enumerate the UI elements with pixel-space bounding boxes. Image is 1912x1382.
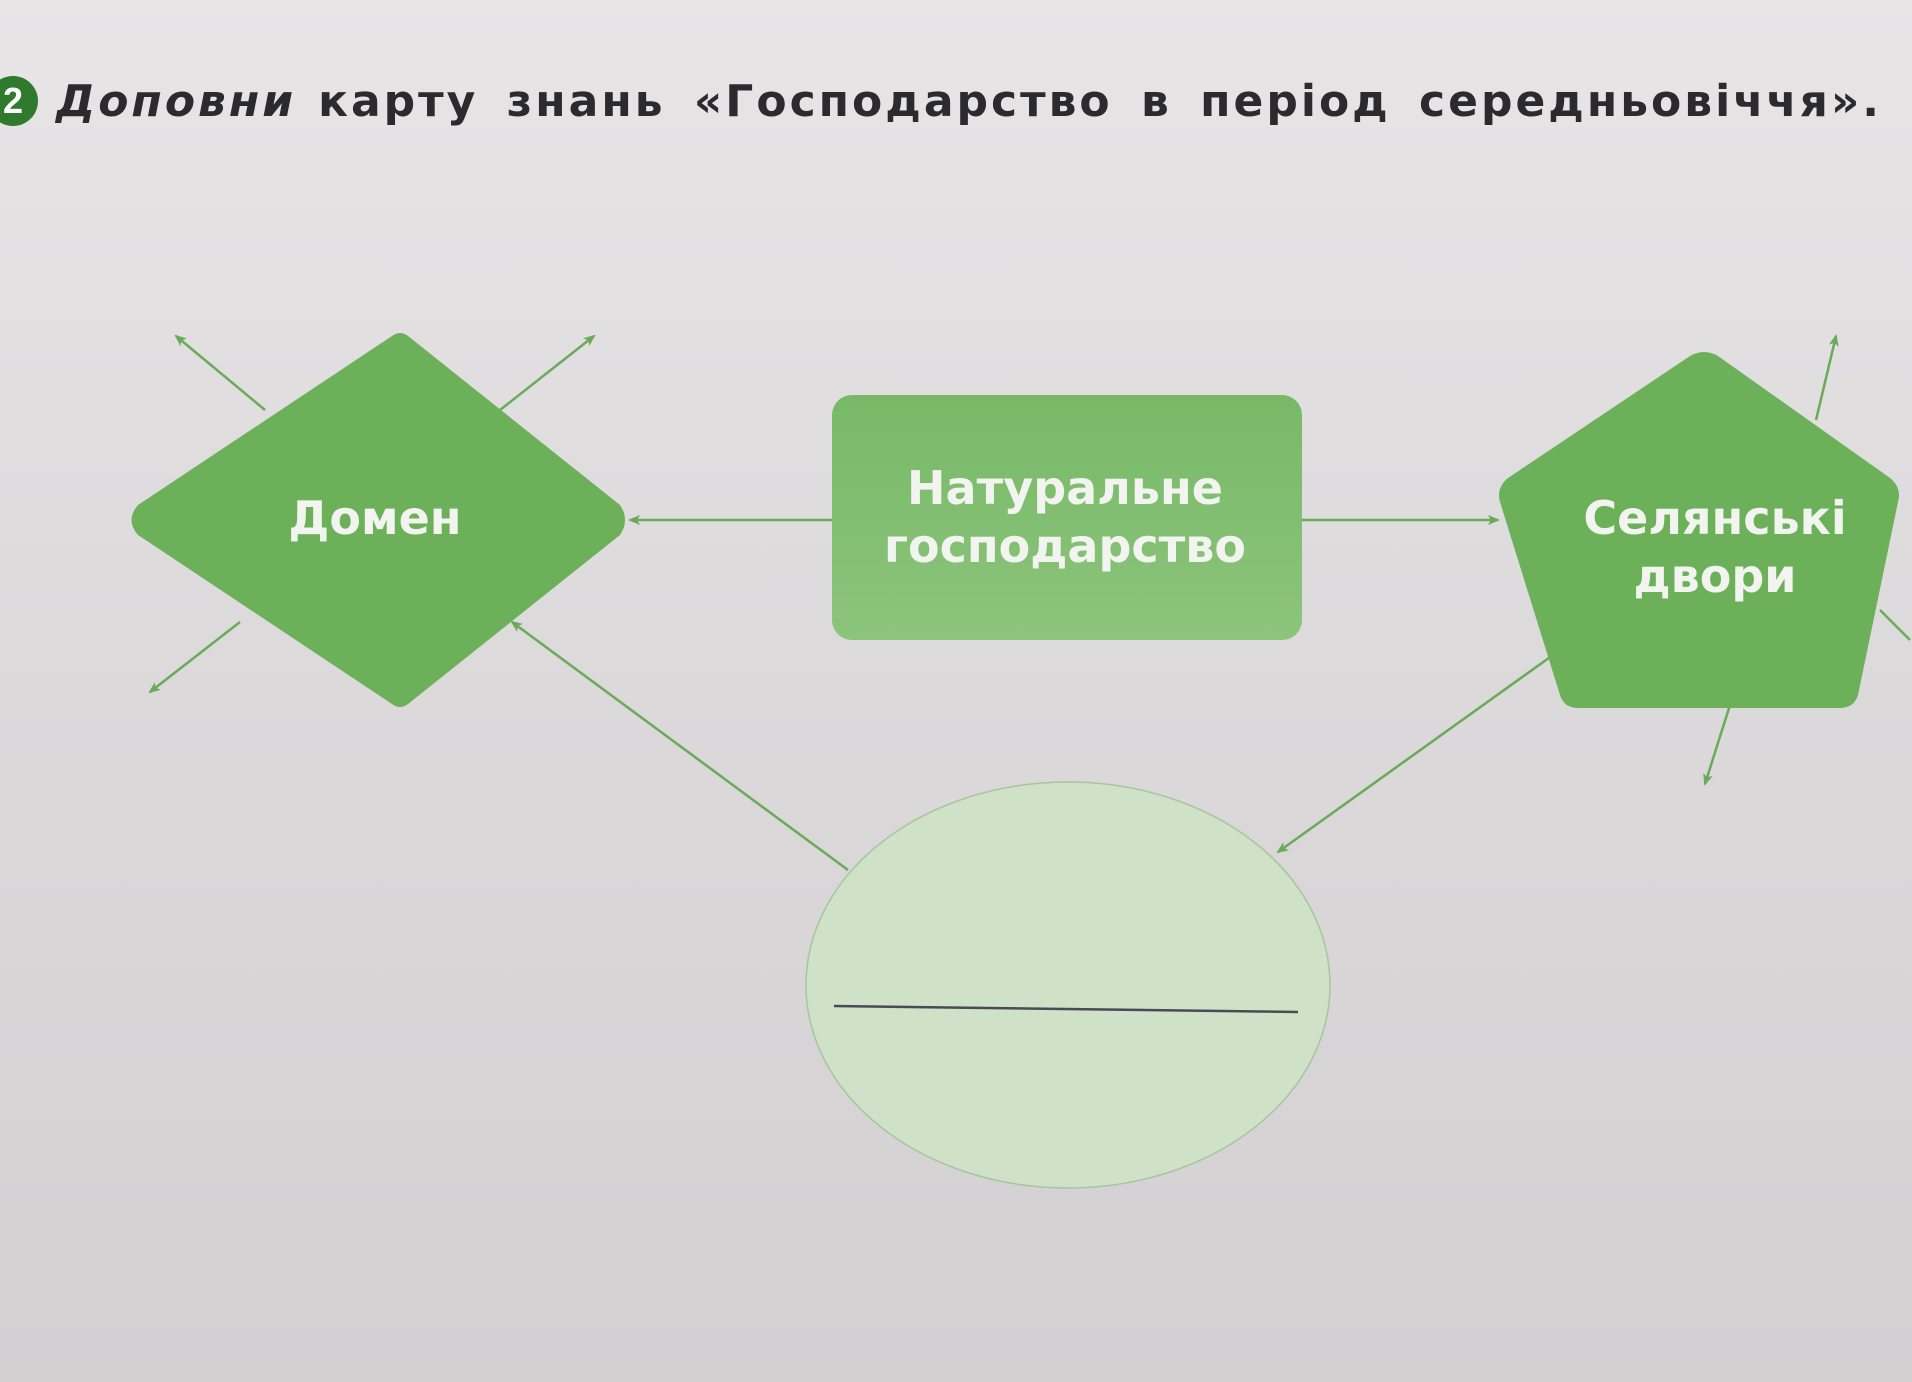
arrow-peasant-up [1814,334,1839,421]
task-instruction: Доповни карту знань «Господарство в періо… [56,76,1882,127]
arrow-peasant-down [1703,704,1732,786]
peasant-yards-pentagon [1499,352,1899,708]
arrow-ellipse-to-domain [510,620,849,872]
natural-economy-box [832,395,1302,640]
arrow-domain-up-left [174,334,266,411]
task-verb: Доповни [56,75,297,127]
blank-answer-ellipse[interactable] [805,781,1331,1189]
natural-economy-label: Натуральне господарство [830,460,1300,575]
peasant-yards-label-line2: двори [1633,548,1797,603]
natural-economy-label-line2: господарство [883,518,1247,573]
arrow-domain-up-right [499,334,596,411]
arrow-peasant-to-ellipse [1276,648,1561,854]
answer-line[interactable] [833,1004,1299,1014]
domain-diamond [131,333,625,707]
arrow-peasant-right [1879,609,1911,641]
task-text: карту знань «Господарство в період серед… [318,75,1883,127]
peasant-yards-label-line1: Селянські [1583,491,1847,545]
domain-label: Домен [288,491,462,545]
natural-economy-label-line1: Натуральне [907,461,1223,515]
arrow-domain-down-left [148,621,241,694]
peasant-yards-label: Селянські двори [1570,490,1860,605]
